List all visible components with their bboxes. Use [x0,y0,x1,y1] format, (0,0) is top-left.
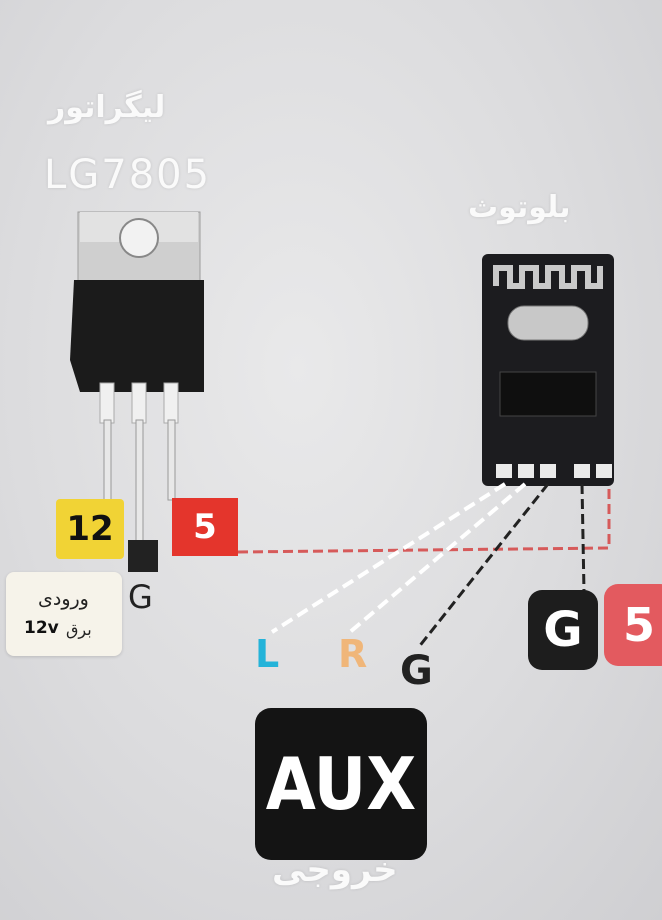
aux-output-label: خروجی [272,850,398,890]
wire-right [348,482,527,634]
bluetooth-pad-2 [518,464,534,478]
regulator-body [70,280,204,392]
input-note-line1: ورودی [38,588,89,610]
input-note-voltage: 12v [24,618,59,638]
regulator-model: LG7805 [44,152,212,198]
regulator-name-fa: لیگراتور [48,90,166,125]
wire-audio-ground [416,483,550,649]
regulator-mounting-hole [119,218,159,258]
bluetooth-crystal [507,305,589,341]
bt-ground-badge: G [528,590,598,670]
pin-ground-label: G [128,578,153,616]
aux-output-box: AUX [255,708,427,860]
wire-ground-bt [580,483,586,593]
regulator-pin-left-shoulder [99,382,115,424]
regulator-chip [70,211,204,543]
regulator-pin-input [103,419,112,501]
ground-marker [128,540,158,572]
audio-right-label: R [338,632,368,676]
bluetooth-pad-3 [540,464,556,478]
input-note-line2: برق [66,620,92,639]
input-note-box [6,572,122,656]
bluetooth-label: بلوتوث [468,190,571,225]
regulator-pin-output [167,419,176,501]
bluetooth-antenna-trace [493,265,603,289]
regulator-pin-ground [135,419,144,543]
regulator-pin-right-shoulder [163,382,179,424]
bluetooth-module [482,254,614,486]
audio-left-label: L [255,632,280,676]
bluetooth-pad-1 [496,464,512,478]
regulator-pin-mid-shoulder [131,382,147,424]
pin-output-badge: 5 [172,498,238,556]
bluetooth-pad-5 [596,464,612,478]
wire-5v-red [237,488,611,554]
bt-power-badge: 5 [604,584,662,666]
wire-left [270,482,507,634]
pin-input-badge: 12 [56,499,124,559]
audio-ground-label: G [400,648,433,694]
bluetooth-ic [499,371,597,417]
bluetooth-pad-4 [574,464,590,478]
